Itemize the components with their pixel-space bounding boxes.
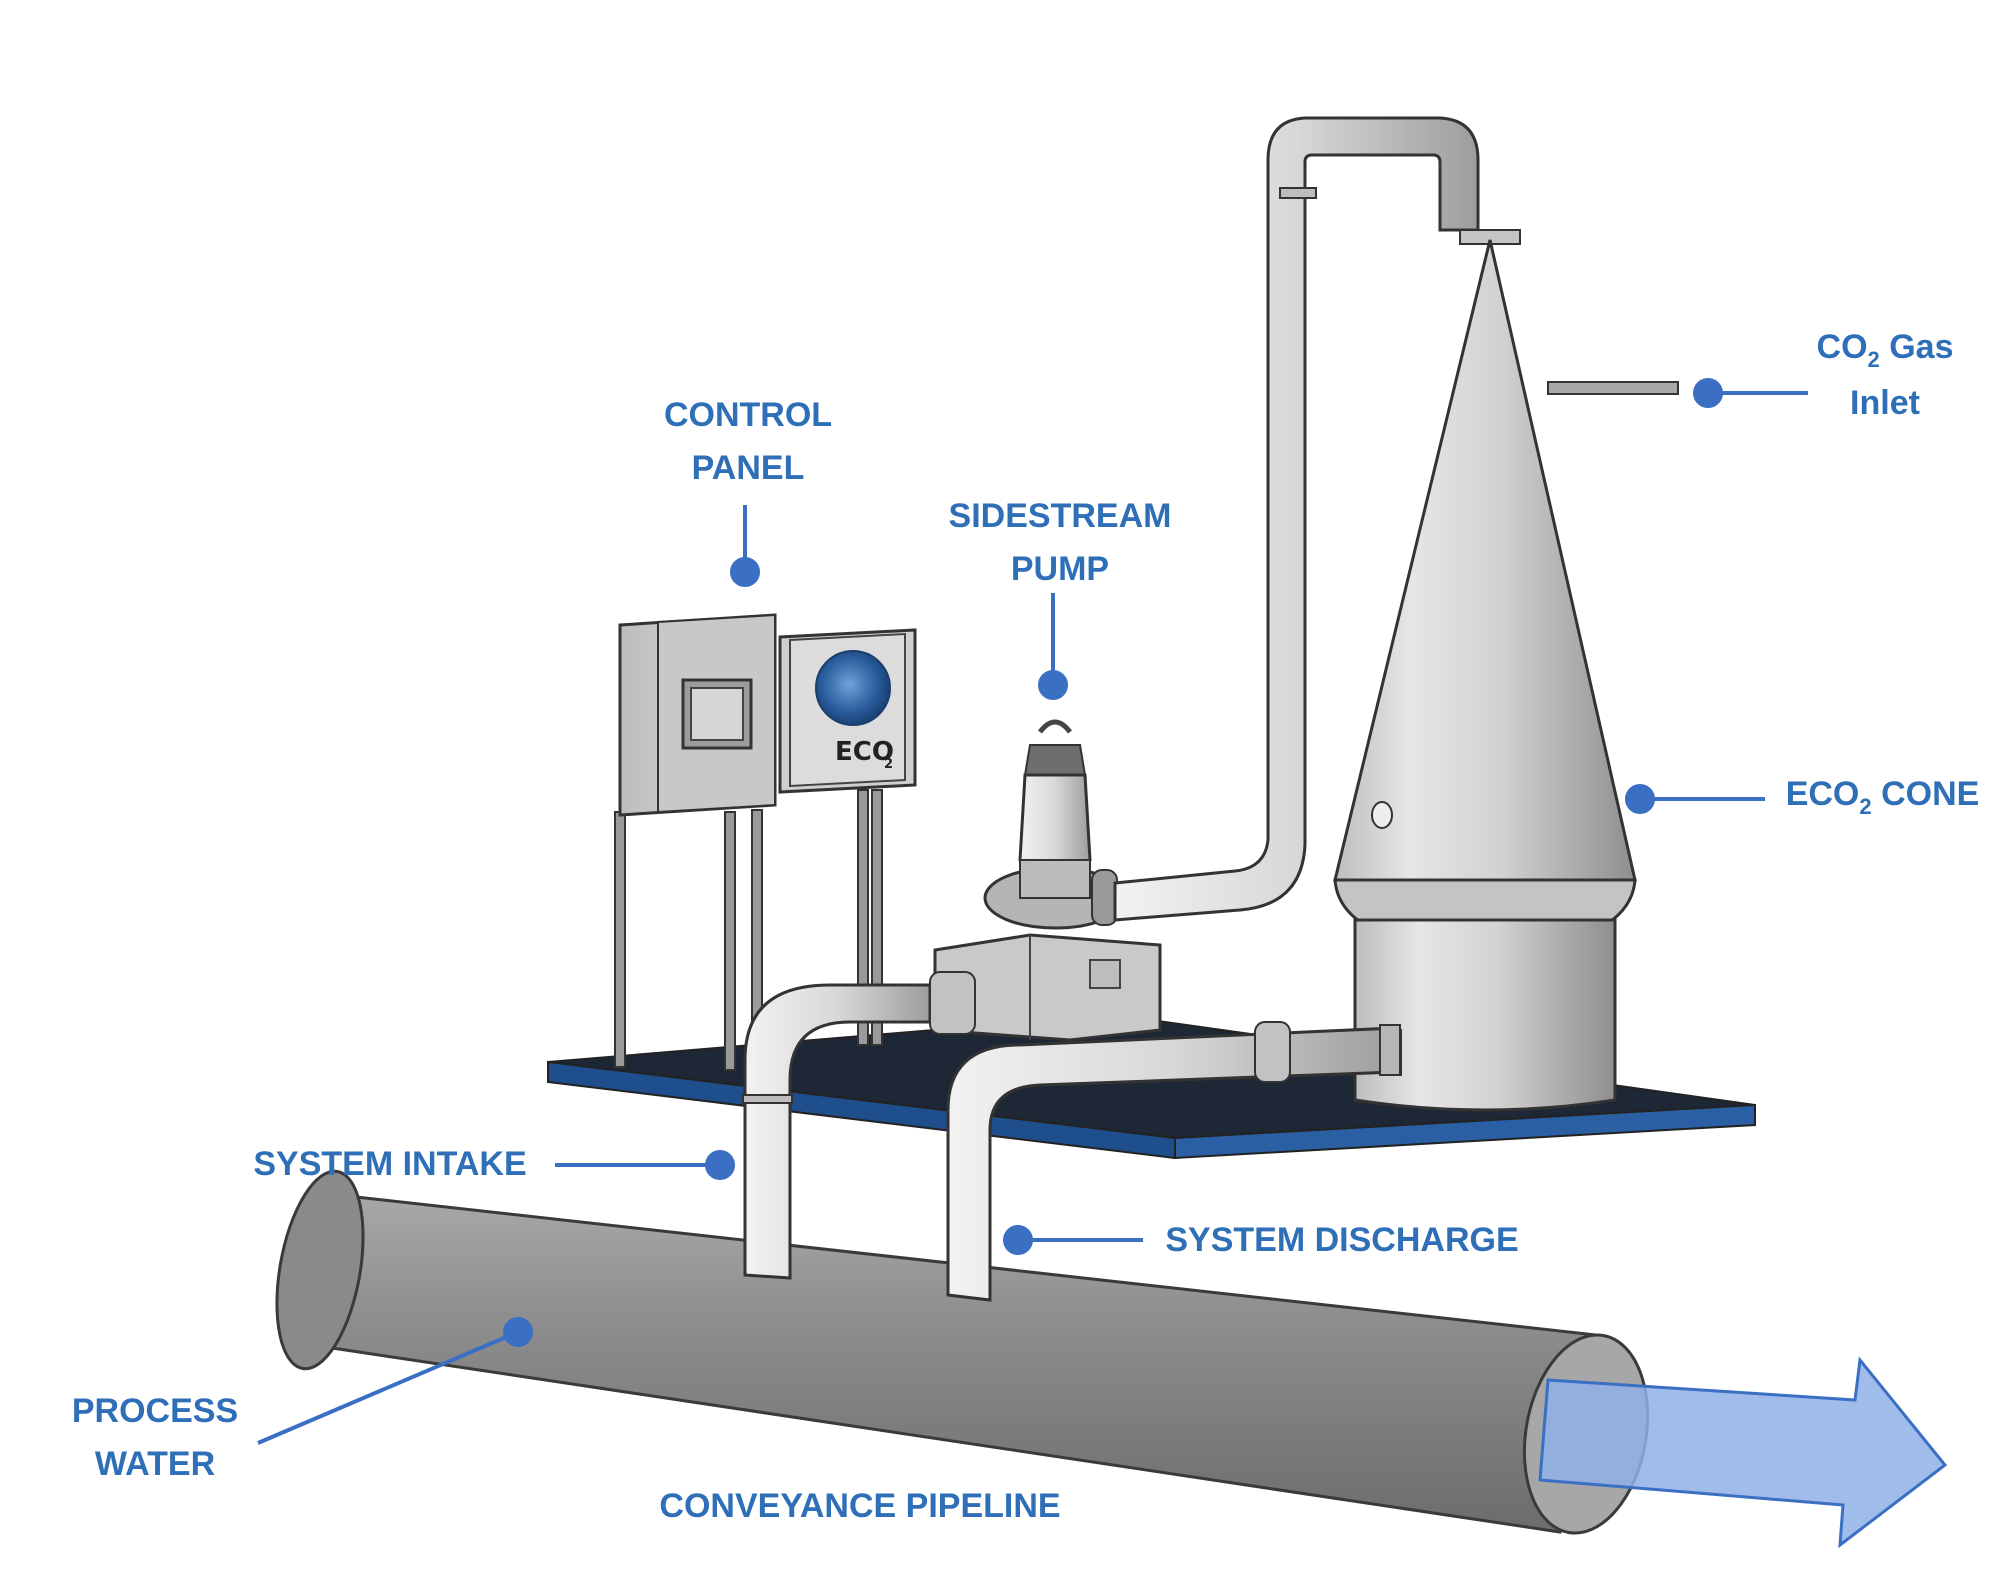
label-conveyance-pipeline: CONVEYANCE PIPELINE [659,1487,1061,1525]
skid-base [547,1013,1756,1160]
discharge-riser-pipe [1113,116,1521,922]
flow-direction-arrow [1538,1356,1948,1549]
label-system-discharge: SYSTEM DISCHARGE [1165,1221,1519,1259]
co2-gas-inlet-pipe [1547,381,1679,395]
globe-logo [815,650,891,726]
eco2-logo-text: ECO [835,737,894,767]
sidestream-pump [983,719,1127,930]
label-system-intake: SYSTEM INTAKE [253,1145,527,1183]
control-panel: ECO 2 [618,613,917,817]
control-panel-stand [614,789,883,1073]
pump-base [933,933,1162,1042]
label-co2-gas-inlet: CO2 Gas Inlet [1816,328,1954,422]
eco2-cone [1333,239,1637,1112]
leader-lines [257,378,1808,1445]
system-discharge-pipe [946,1021,1401,1302]
system-intake-pipe [742,971,976,1280]
label-process-water: PROCESS WATER [71,1392,239,1483]
cone-sight-port [1371,801,1393,829]
label-eco2-cone: ECO2 CONE [1785,775,1980,819]
svg-text:2: 2 [884,757,893,772]
label-control-panel: CONTROL PANEL [663,396,833,487]
label-sidestream-pump: SIDESTREAM PUMP [948,497,1172,588]
